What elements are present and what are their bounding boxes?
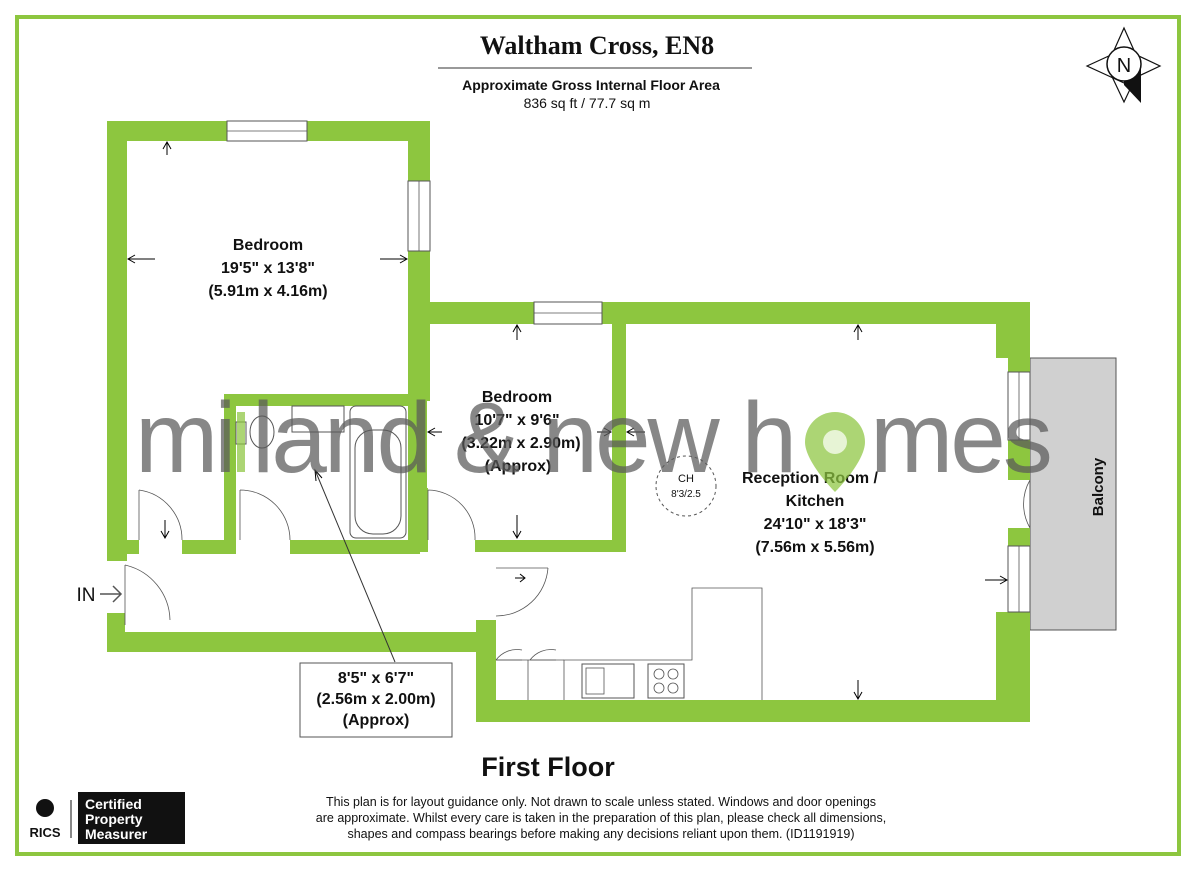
badge-line-2: Property (85, 811, 143, 827)
room-bedroom-2: Bedroom 10'7" x 9'6" (3.22m x 2.90m) (Ap… (461, 389, 580, 475)
room-name: Bedroom (233, 237, 303, 254)
room-metric: (5.91m x 4.16m) (208, 283, 327, 300)
balcony-area (1029, 357, 1117, 631)
disclaimer-line-1: This plan is for layout guidance only. N… (326, 795, 876, 809)
room-note: (Approx) (485, 458, 552, 475)
cupboard-ch: CH 8'3/2.5 (655, 455, 717, 517)
room-bathroom: 8'5" x 6'7" (2.56m x 2.00m) (Approx) (299, 662, 453, 738)
dimension-arrows (126, 140, 1009, 701)
rics-badge: RICS Certified Property Measurer (29, 792, 185, 844)
page-border (15, 15, 1181, 856)
area-label: Approximate Gross Internal Floor Area (462, 77, 720, 93)
entrance-label: IN (77, 585, 96, 606)
bathroom-label-box (299, 662, 453, 738)
disclaimer-line-2: are approximate. Whilst every care is ta… (316, 811, 886, 825)
watermark-separator (237, 412, 245, 472)
rics-lion-icon (36, 799, 54, 817)
badge-line-1: Certified (85, 796, 142, 812)
room-metric: (7.56m x 5.56m) (755, 539, 874, 556)
room-metric: (2.56m x 2.00m) (316, 691, 435, 708)
disclaimer: This plan is for layout guidance only. N… (316, 795, 886, 841)
certified-badge (78, 792, 185, 844)
area-value: 836 sq ft / 77.7 sq m (524, 95, 651, 111)
plan-title: Waltham Cross, EN8 (480, 31, 714, 60)
bathroom-pointer-head (314, 468, 323, 482)
cupboard-label: CH (678, 473, 694, 485)
entrance-arrow-icon (100, 585, 123, 603)
walls (107, 121, 1030, 722)
windows (226, 120, 1031, 613)
room-imperial: 10'7" x 9'6" (474, 412, 559, 429)
room-note: (Approx) (343, 712, 410, 729)
disclaimer-line-3: shapes and compass bearings before makin… (347, 827, 854, 841)
floor-label: First Floor (481, 752, 615, 782)
room-imperial: 24'10" x 18'3" (764, 516, 867, 533)
compass-letter: N (1117, 55, 1131, 77)
room-metric: (3.22m x 2.90m) (461, 435, 580, 452)
cupboard-dims: 8'3/2.5 (671, 489, 701, 500)
kitchen-fittings (496, 587, 763, 700)
room-bedroom-1: Bedroom 19'5" x 13'8" (5.91m x 4.16m) (208, 237, 327, 300)
room-imperial: 19'5" x 13'8" (221, 260, 315, 277)
room-name: Bedroom (482, 389, 552, 406)
watermark-text-mes: mes (870, 382, 1050, 494)
rics-label: RICS (29, 825, 60, 840)
doors (124, 479, 1031, 661)
watermark-text-land: land & new h (252, 382, 794, 494)
watermark-text-mi: mi (135, 382, 233, 494)
watermark-logo: mi land & new h mes (135, 382, 1053, 494)
room-imperial: 8'5" x 6'7" (338, 670, 414, 687)
compass-icon: N (1085, 26, 1162, 104)
balcony-label: Balcony (1090, 457, 1107, 516)
room-name-2: Kitchen (786, 493, 845, 510)
badge-line-3: Measurer (85, 826, 148, 842)
bathroom-pointer (314, 469, 396, 663)
